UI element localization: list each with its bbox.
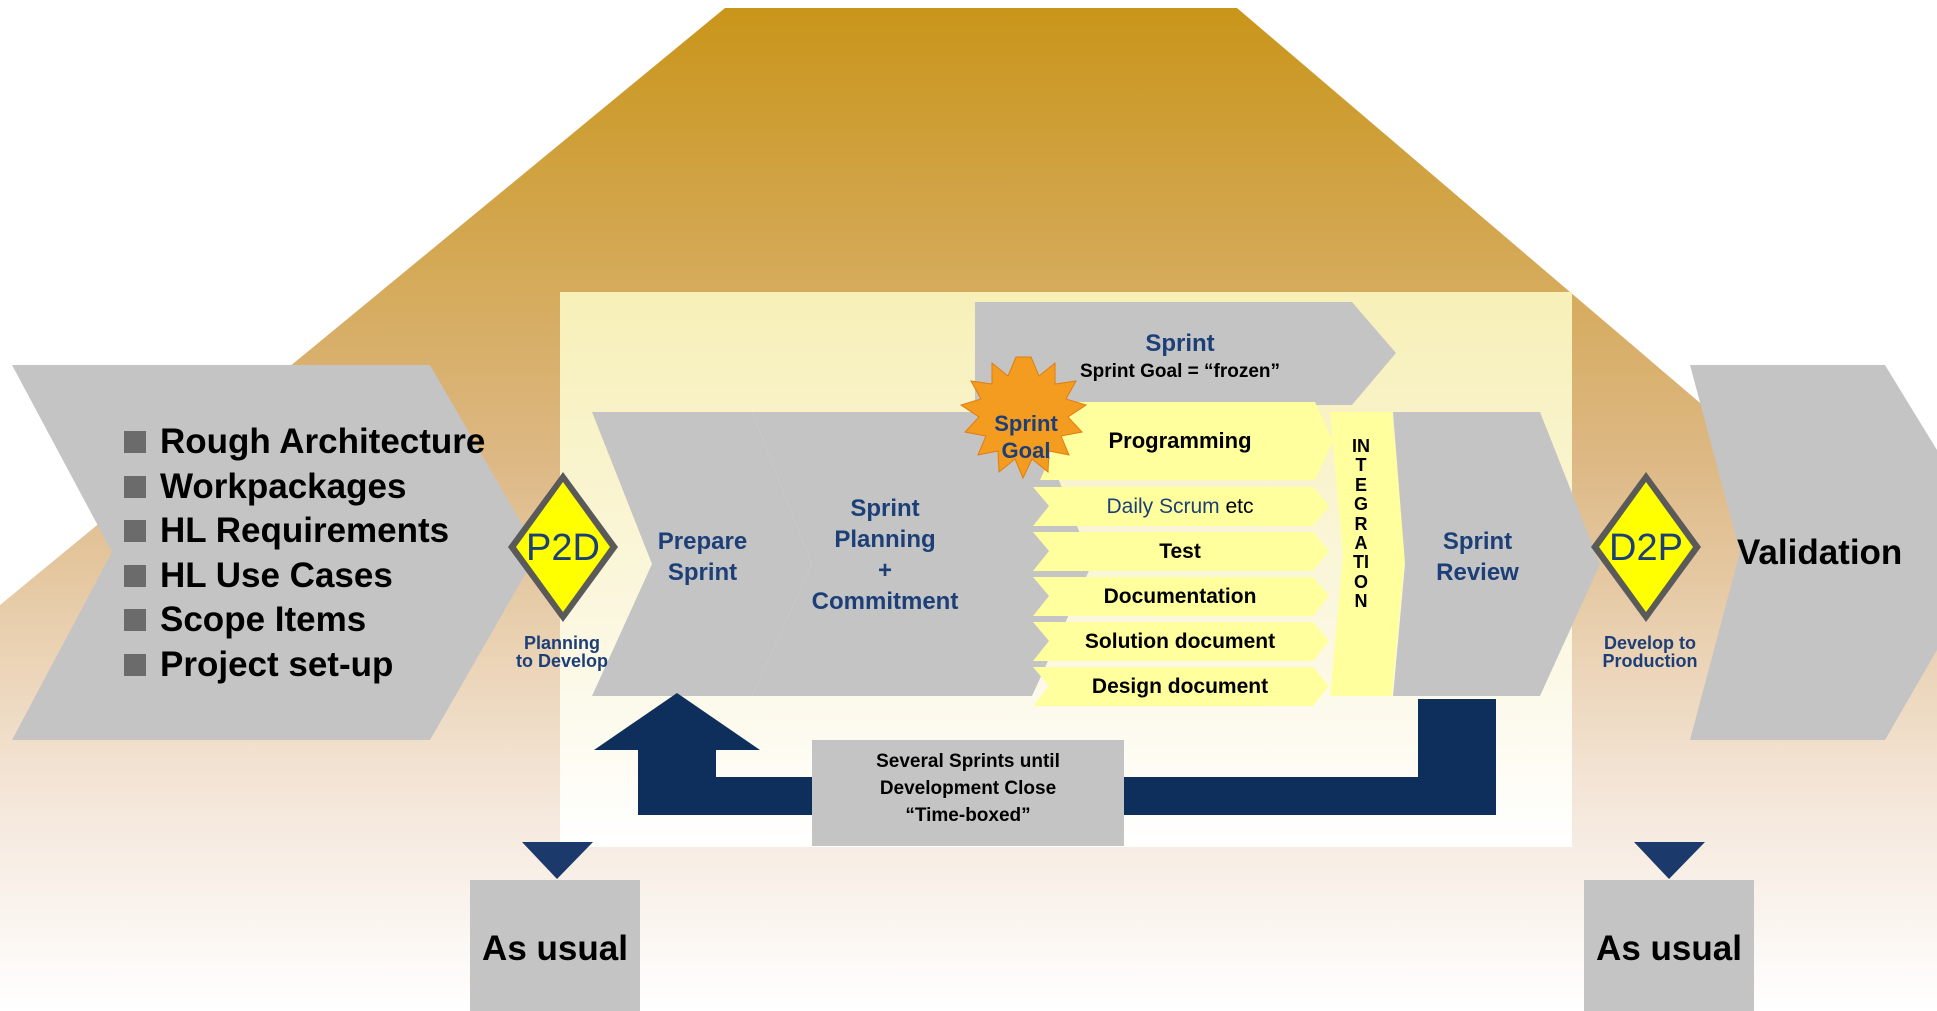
sprint-planning-line4: Commitment — [811, 588, 959, 615]
sprint-goal-line1: Sprint — [994, 411, 1058, 436]
loop-note-box — [812, 740, 1124, 846]
sprint-header-chevron — [975, 302, 1396, 405]
loop-note-line2: Development Close — [879, 778, 1057, 799]
bullet-text: HL Use Cases — [160, 555, 393, 595]
as-usual-left-box — [470, 880, 640, 1011]
p2d-caption-line1: Planning — [524, 633, 600, 653]
activity-documentation-label: Documentation — [1103, 585, 1257, 608]
sprint-review-line2: Review — [1436, 559, 1519, 586]
bullet-item: Workpackages — [124, 465, 485, 510]
bullet-text: Rough Architecture — [160, 422, 486, 461]
pill-design-document — [1033, 667, 1329, 706]
p2d-label: P2D — [526, 527, 600, 569]
as-usual-right-box — [1584, 880, 1754, 1011]
sprint-planning-line1: Sprint — [850, 495, 920, 522]
bullet-square-icon — [124, 653, 146, 676]
activity-daily-scrum-label: Daily Scrum etc — [1106, 495, 1254, 518]
bullet-text: Scope Items — [160, 600, 367, 639]
bullet-text: Project set-up — [160, 644, 394, 684]
bullet-item: HL Requirements — [124, 509, 485, 554]
activity-design-document-label: Design document — [1091, 675, 1269, 698]
d2p-caption-line2: Production — [1602, 651, 1698, 671]
loop-note-line1: Several Sprints until — [876, 751, 1060, 772]
sprint-planning-line3: + — [877, 557, 892, 584]
validation-label: Validation — [1737, 533, 1903, 572]
bullet-item: HL Use Cases — [124, 554, 485, 599]
sprint-review-chevron — [1393, 412, 1600, 696]
activity-programming-label: Programming — [1108, 428, 1252, 453]
bullet-square-icon — [124, 564, 146, 587]
as-usual-right-label: As usual — [1596, 929, 1742, 968]
pill-documentation — [1033, 577, 1329, 616]
loop-note-text: Several Sprints until Development Close … — [812, 748, 1124, 829]
bullet-square-icon — [124, 475, 146, 498]
bullet-item: Rough Architecture — [124, 420, 485, 465]
p2d-caption: Planning to Develop — [482, 634, 642, 670]
bullet-square-icon — [124, 431, 146, 454]
sprint-goal-line2: Goal — [1001, 438, 1051, 463]
d2p-caption: Develop to Production — [1570, 634, 1730, 670]
sprint-header-title: Sprint — [1145, 330, 1215, 357]
d2p-label: D2P — [1609, 527, 1683, 569]
prepare-sprint-chevron — [592, 412, 812, 696]
pill-solution-document — [1033, 622, 1329, 661]
pill-test — [1033, 532, 1329, 571]
left-down-triangle — [522, 842, 593, 879]
sprint-planning-chevron — [752, 412, 1092, 696]
bullet-item: Scope Items — [124, 598, 485, 643]
sprint-planning-line2: Planning — [834, 526, 936, 553]
bullet-square-icon — [124, 609, 146, 632]
pill-daily-scrum — [1033, 487, 1329, 526]
p2d-caption-line2: to Develop — [515, 651, 608, 671]
activity-pills — [1033, 402, 1333, 706]
loop-note-line3: “Time-boxed” — [905, 805, 1031, 826]
daily-scrum-etc: etc — [1225, 495, 1254, 518]
bullet-item: Project set-up — [124, 643, 485, 688]
bullet-square-icon — [124, 520, 146, 543]
as-usual-left-label: As usual — [482, 929, 628, 968]
integration-band — [1330, 412, 1405, 696]
integration-label: INTEGRATION — [1352, 436, 1370, 612]
sprint-goal-star — [959, 356, 1088, 480]
prepare-sprint-text: Prepare Sprint — [630, 526, 775, 588]
d2p-caption-line1: Develop to — [1603, 633, 1696, 653]
right-down-triangle — [1634, 842, 1705, 879]
sprint-header-subtitle: Sprint Goal = “frozen” — [1079, 361, 1281, 382]
sprint-planning-text: Sprint Planning + Commitment — [780, 493, 990, 617]
prepare-sprint-line2: Sprint — [667, 559, 738, 586]
sprint-review-line1: Sprint — [1442, 528, 1513, 555]
validation-chevron — [1690, 365, 1937, 740]
sprint-review-text: Sprint Review — [1405, 526, 1550, 588]
pill-programming — [1040, 402, 1333, 480]
bullet-text: Workpackages — [160, 466, 407, 506]
prepare-sprint-line1: Prepare — [657, 528, 748, 555]
left-chevron — [12, 365, 538, 740]
activity-test-label: Test — [1159, 540, 1201, 563]
activity-solution-document-label: Solution document — [1084, 630, 1276, 653]
bullet-text: HL Requirements — [160, 511, 450, 550]
sprint-goal-text: Sprint Goal — [966, 410, 1086, 464]
